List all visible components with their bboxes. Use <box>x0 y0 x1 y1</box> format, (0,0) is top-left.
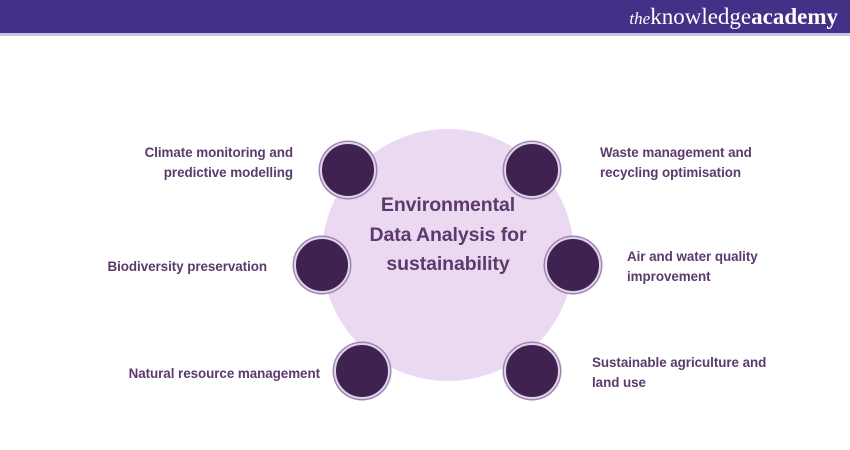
node-air-water-quality[interactable] <box>545 237 601 293</box>
center-hub-title-line-1: Environmental <box>380 194 516 216</box>
hub-and-spoke-diagram: Environmental Data Analysis for sustaina… <box>0 36 850 450</box>
node-sustainable-agriculture[interactable] <box>504 343 560 399</box>
brand-logo: theknowledgeacademy <box>629 5 838 28</box>
spoke-label-air-water-quality-line-1: Air and water quality <box>627 249 758 264</box>
spoke-label-natural-resource-management-line-1: Natural resource management <box>128 366 320 381</box>
spoke-label-air-water-quality: Air and water quality improvement <box>627 247 822 287</box>
logo-text-academy: academy <box>751 4 838 29</box>
logo-text-the: the <box>629 9 651 28</box>
spoke-label-climate-monitoring: Climate monitoring and predictive modell… <box>78 143 293 183</box>
node-natural-resource-management[interactable] <box>334 343 390 399</box>
spoke-label-waste-management-line-2: recycling optimisation <box>600 165 742 181</box>
spoke-label-sustainable-agriculture-line-2: land use <box>592 375 646 391</box>
center-hub-title: Environmental Data Analysis for sustaina… <box>348 191 548 280</box>
spoke-label-sustainable-agriculture: Sustainable agriculture and land use <box>592 353 807 393</box>
center-hub-title-line-2: Data Analysis for <box>369 223 527 246</box>
spoke-label-biodiversity-preservation-line-1: Biodiversity preservation <box>107 259 268 274</box>
spoke-label-climate-monitoring-line-2: predictive modelling <box>163 165 293 181</box>
spoke-label-sustainable-agriculture-line-1: Sustainable agriculture and <box>592 355 767 370</box>
spoke-label-air-water-quality-line-2: improvement <box>627 269 711 285</box>
node-waste-management[interactable] <box>504 142 560 198</box>
spoke-label-climate-monitoring-line-1: Climate monitoring and <box>144 145 293 160</box>
node-biodiversity-preservation[interactable] <box>294 237 350 293</box>
spoke-label-waste-management-line-1: Waste management and <box>600 145 752 160</box>
center-hub-title-line-3: sustainability <box>386 253 510 276</box>
logo-text-knowledge: knowledge <box>650 4 752 29</box>
spoke-label-biodiversity-preservation: Biodiversity preservation <box>52 257 268 277</box>
header-bar: theknowledgeacademy <box>0 0 850 33</box>
header-underline-divider <box>0 33 850 36</box>
spoke-label-waste-management: Waste management and recycling optimisat… <box>600 143 805 183</box>
node-climate-monitoring[interactable] <box>320 142 376 198</box>
spoke-label-natural-resource-management: Natural resource management <box>62 364 320 384</box>
